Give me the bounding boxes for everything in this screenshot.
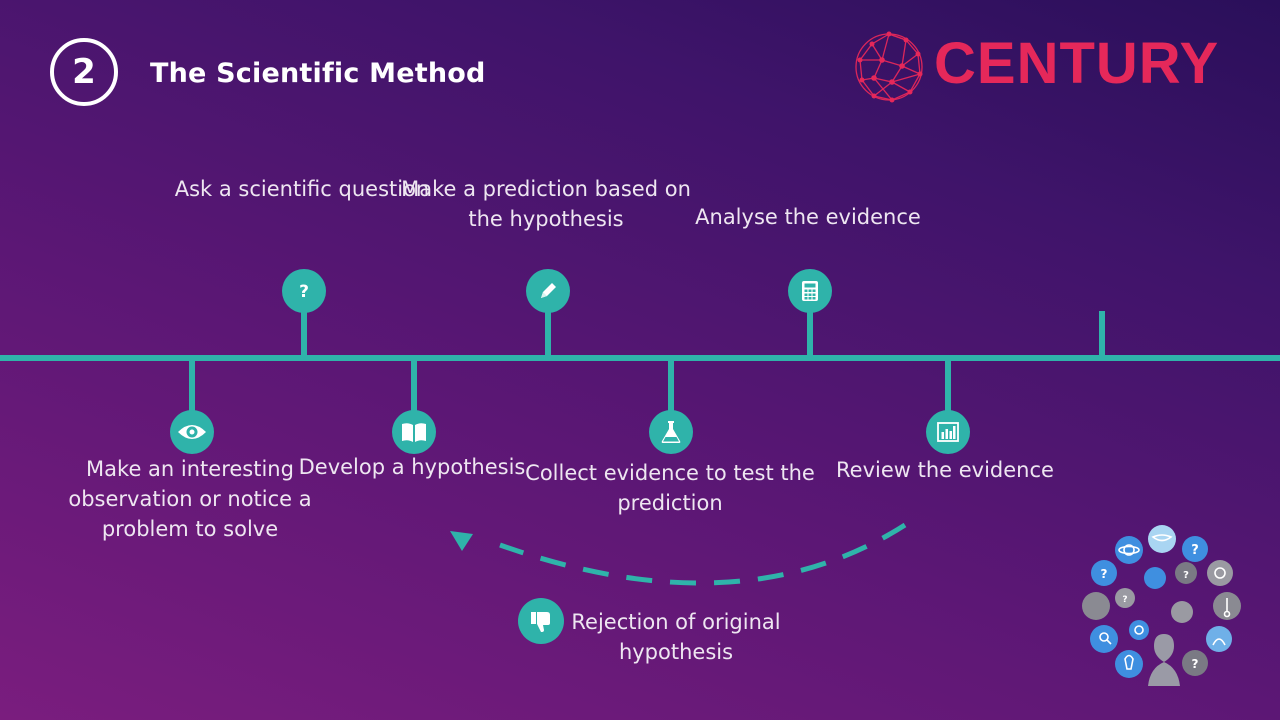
pencil-node — [526, 269, 570, 313]
timeline-stem — [301, 305, 307, 357]
question-icon: ? — [299, 282, 309, 302]
svg-text:?: ? — [1191, 543, 1199, 558]
svg-text:?: ? — [299, 282, 309, 302]
magnifier-icon — [1090, 625, 1118, 653]
face-icon — [1207, 560, 1233, 586]
book-icon — [1171, 601, 1193, 623]
question-icon — [1182, 650, 1208, 676]
step-prediction-label: Make a prediction based on the hypothesi… — [401, 177, 691, 231]
timeline-stem — [668, 359, 674, 415]
eye-icon — [178, 425, 206, 439]
microscope-icon — [1082, 592, 1110, 620]
book-node — [392, 410, 436, 454]
timeline-stem — [807, 305, 813, 357]
calculator-node — [788, 269, 832, 313]
lightbulb-icon — [1115, 650, 1143, 678]
atom-icon — [1129, 620, 1149, 640]
pencil-icon — [541, 283, 556, 298]
question-icon — [1175, 562, 1197, 584]
science-icons-cluster: ? ? ? ? ? — [1082, 525, 1241, 686]
page-title: The Scientific Method — [150, 58, 486, 89]
step-hypothesis-label: Develop a hypothesis — [298, 455, 526, 479]
timeline-stem — [189, 359, 195, 415]
timeline-stem — [545, 305, 551, 357]
book-icon — [402, 423, 426, 442]
timeline-stem — [411, 359, 417, 415]
step-collect-evidence-label: Collect evidence to test the prediction — [525, 461, 815, 515]
step-observation-label: Make an interesting observation or notic… — [68, 457, 312, 541]
svg-text:?: ? — [1183, 570, 1189, 581]
rejection-label: Rejection of original hypothesis — [571, 610, 781, 664]
question-node: ? — [282, 269, 326, 313]
step-review-label: Review the evidence — [836, 458, 1054, 482]
svg-text:?: ? — [1122, 595, 1127, 605]
bar-chart-icon — [937, 422, 959, 442]
thumbs-down-icon — [531, 612, 550, 632]
planet-icon — [1115, 536, 1143, 564]
question-icon — [1182, 536, 1208, 562]
question-icon — [1115, 588, 1135, 608]
svg-text:?: ? — [1192, 657, 1199, 671]
step-ask-question-label: Ask a scientific question — [174, 177, 430, 201]
question-icon — [1091, 560, 1117, 586]
arrow-head-icon — [450, 531, 473, 551]
svg-text:?: ? — [1101, 567, 1108, 581]
timeline-stem — [945, 359, 951, 415]
eye-node — [170, 410, 214, 454]
brain-icon — [1144, 567, 1166, 589]
feedback-loop-arrow — [450, 522, 907, 586]
century-network-logo-icon — [855, 31, 923, 103]
calculator-icon — [802, 281, 818, 301]
goggles-icon — [1148, 525, 1176, 553]
timeline-axis — [0, 355, 1280, 361]
flask-node — [649, 410, 693, 454]
step-analyse-label: Analyse the evidence — [695, 205, 921, 229]
step-number-badge: 2 — [50, 38, 118, 106]
person-silhouette-icon — [1148, 634, 1180, 686]
thumbs-down-node — [518, 598, 564, 644]
flask-icon — [661, 421, 681, 443]
timeline-end-tick — [1099, 311, 1105, 357]
brand-name: CENTURY — [934, 31, 1220, 96]
bar-chart-node — [926, 410, 970, 454]
